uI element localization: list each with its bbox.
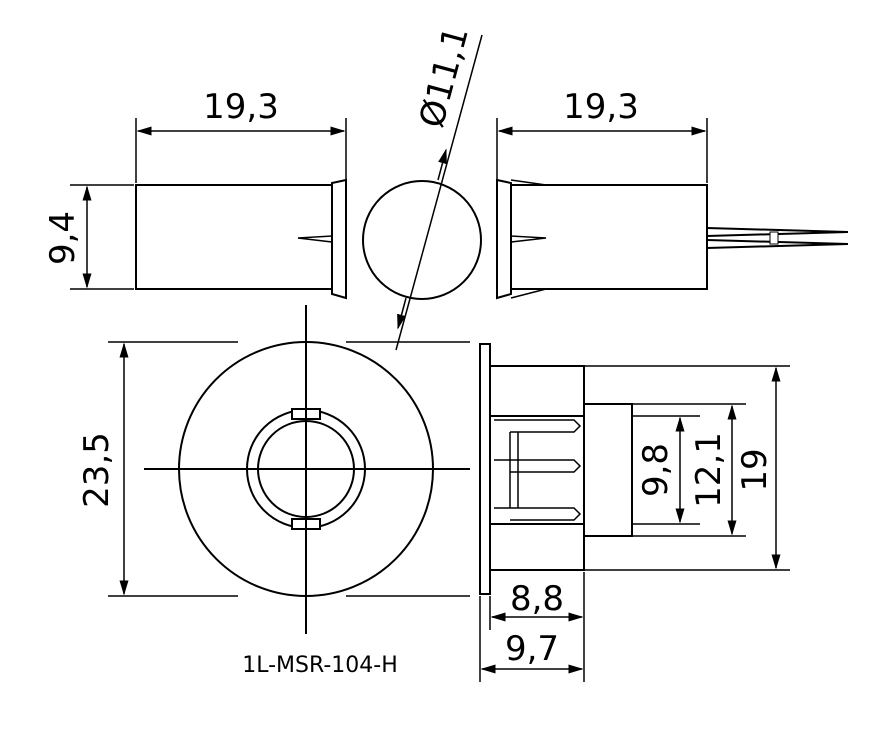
left-side-view	[70, 118, 347, 300]
dim-depth-large: 9,7	[505, 629, 559, 669]
dim-inner: 9,8	[636, 443, 676, 497]
dim-mid: 12,1	[689, 432, 729, 508]
dim-outer: 19	[735, 448, 775, 491]
dim-depth-small: 8,8	[510, 579, 564, 619]
dim-diameter: Ø11,1	[412, 22, 477, 131]
dim-left-width: 19,3	[203, 87, 279, 127]
dim-height-left: 9,4	[43, 211, 83, 265]
right-side-view	[496, 118, 849, 300]
side-section-view	[479, 343, 790, 682]
front-view-ring	[108, 305, 470, 634]
dim-right-width: 19,3	[563, 87, 639, 127]
dim-flange-dia: 23,5	[77, 432, 117, 508]
center-end-view	[362, 34, 483, 351]
part-number-caption: 1L-MSR-104-H	[242, 653, 398, 678]
